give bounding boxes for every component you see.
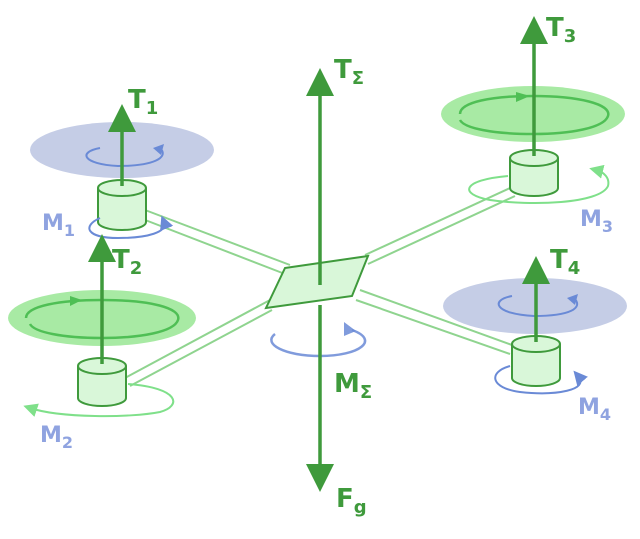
motor-4 [511,344,561,387]
arm-4 [355,289,513,355]
arm-1 [139,209,291,275]
rotor-2: T2 M2 [8,234,196,452]
moment-2-arrow [23,383,175,418]
net-thrust-label: TΣ [334,55,364,89]
thrust-2-label: T2 [112,245,142,279]
rotor-3: T3 M3 [441,13,625,236]
net-moment-arrow [270,328,367,358]
gravity-label: Fg [336,484,367,518]
thrust-4-label: T4 [550,245,580,279]
rotor-4-spin-arrow [497,295,579,318]
moment-3-label: M3 [580,207,613,236]
moment-1-label: M1 [42,211,75,240]
moment-4-arrow [494,365,588,395]
moment-3-arrow [468,164,610,205]
motor-1 [97,188,147,231]
rotor-2-spin-arrow [24,298,180,340]
arm-2 [124,299,273,387]
net-moment-label: MΣ [334,369,372,403]
central-body [264,254,370,310]
motor-3 [509,158,559,197]
rotor-3-spin-arrow [458,94,610,136]
thrust-3-label: T3 [546,13,576,47]
rotor-1: T1 M1 [30,85,214,240]
rotor-1-spin-arrow [85,147,164,168]
moment-4-label: M4 [578,395,611,424]
thrust-1-label: T1 [128,85,158,119]
rotor-4: T4 M4 [443,245,627,424]
net-moment-head [344,322,356,336]
motor-2 [77,366,127,407]
moment-1-arrow [88,215,174,240]
moment-2-label: M2 [40,423,73,452]
